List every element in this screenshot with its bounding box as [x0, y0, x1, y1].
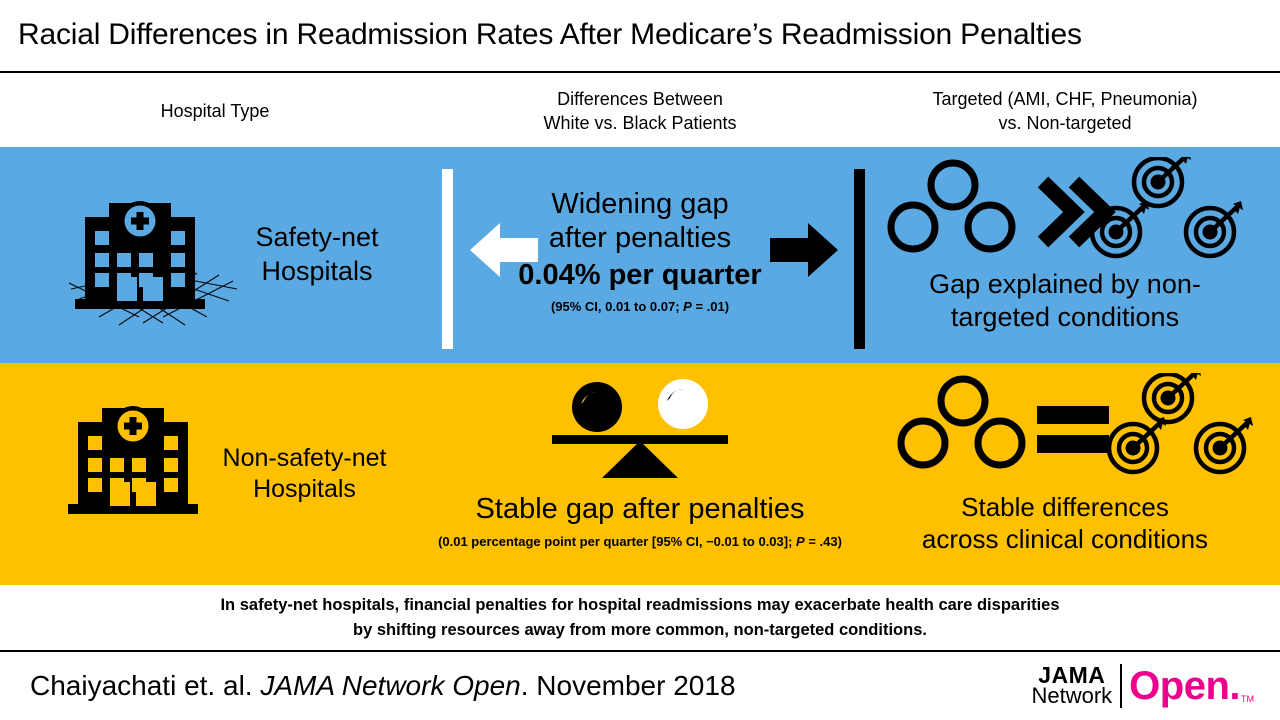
ci-p-symbol: P: [683, 299, 692, 315]
hospital-label-line2: Hospitals: [253, 475, 356, 503]
three-target-with-arrow-icon: [1089, 157, 1243, 259]
ci-prefix: (0.01 percentage point per quarter [95% …: [438, 534, 797, 549]
balance-scale-icon: [552, 379, 728, 478]
double-chevron-greater-than-icon: [1037, 176, 1116, 248]
three-open-circles-icon: [887, 159, 1016, 253]
safety-net-hospital-label: Safety-net Hospitals: [255, 221, 378, 289]
row-non-safety-net: Non-safety-net Hospitals Stable gap afte…: [0, 363, 1280, 585]
logo-trademark-text: TM: [1241, 694, 1254, 704]
circles-equals-targets-group: [897, 373, 1253, 475]
hospital-label-line1: Non-safety-net: [222, 443, 387, 472]
circles-chevron-targets-group: [887, 157, 1243, 259]
ci-prefix: (95% CI, 0.01 to 0.07;: [550, 299, 684, 315]
citation: Chaiyachati et. al. JAMA Network Open. N…: [30, 670, 736, 702]
widening-gap-text-block: Widening gap after penalties 0.04% per q…: [430, 187, 850, 314]
non-safety-net-difference-cell: Stable gap after penalties (0.01 percent…: [430, 363, 850, 585]
footer-divider: [0, 650, 1280, 652]
left-divider-bar: [442, 169, 453, 349]
logo-jama-text: JAMA: [1038, 661, 1106, 688]
widening-gap-line2: after penalties: [548, 222, 732, 255]
header-divider: [0, 71, 1280, 73]
conditions-line2: targeted conditions: [950, 301, 1180, 332]
title-bar: Racial Differences in Readmission Rates …: [0, 0, 1280, 70]
hospital-label-line2: Hospitals: [261, 256, 373, 286]
summary-text: In safety-net hospitals, financial penal…: [0, 589, 1280, 647]
citation-suffix: . November 2018: [520, 670, 736, 701]
summary-line1: In safety-net hospitals, financial penal…: [220, 596, 1060, 615]
right-divider-bar: [854, 169, 865, 349]
conditions-line1: Gap explained by non-: [929, 269, 1201, 299]
widening-gap-line1: Widening gap: [551, 188, 729, 220]
column-header-line1: Targeted (AMI, CHF, Pneumonia): [932, 88, 1198, 109]
conditions-line1: Stable differences: [961, 492, 1169, 522]
ci-suffix: = .43): [804, 534, 842, 549]
page-title: Racial Differences in Readmission Rates …: [18, 18, 1082, 51]
non-safety-net-conditions-cell: Stable differences across clinical condi…: [850, 363, 1280, 585]
hospital-label-line1: Safety-net: [255, 222, 379, 253]
ci-suffix: = .01): [691, 299, 730, 315]
arrow-right-icon: [768, 219, 840, 286]
non-safety-net-conditions-text: Stable differences across clinical condi…: [922, 492, 1208, 555]
column-header-targeted: Targeted (AMI, CHF, Pneumonia) vs. Non-t…: [850, 76, 1280, 146]
equals-sign-icon: [1037, 406, 1109, 453]
column-header-line2: White vs. Black Patients: [543, 113, 737, 133]
summary-line2: by shifting resources away from more com…: [353, 621, 927, 639]
column-header-line1: Differences Between: [557, 88, 723, 109]
citation-journal: JAMA Network Open: [260, 670, 521, 701]
column-header-differences: Differences Between White vs. Black Pati…: [430, 76, 850, 146]
citation-prefix: Chaiyachati et. al.: [30, 670, 261, 701]
hospital-icon: [44, 402, 219, 547]
logo-open-text: Open.: [1129, 664, 1240, 708]
non-safety-net-hospital-label: Non-safety-net Hospitals: [223, 443, 387, 506]
jama-network-wordmark: JAMA Network: [1031, 661, 1120, 709]
stable-gap-confidence-interval: (0.01 percentage point per quarter [95% …: [438, 534, 842, 549]
column-header-hospital-type: Hospital Type: [0, 76, 430, 146]
widening-gap-statistic: 0.04% per quarter: [518, 259, 762, 292]
column-header-line2: vs. Non-targeted: [998, 113, 1132, 133]
widening-gap-confidence-interval: (95% CI, 0.01 to 0.07; P = .01): [430, 299, 850, 314]
three-target-with-arrow-icon: [1106, 373, 1253, 475]
logo-divider: [1120, 664, 1123, 708]
stable-gap-headline: Stable gap after penalties: [475, 493, 805, 525]
safety-net-difference-cell: Widening gap after penalties 0.04% per q…: [430, 147, 865, 363]
safety-net-conditions-cell: Gap explained by non- targeted condition…: [850, 147, 1280, 363]
safety-net-hospital-cell: Safety-net Hospitals: [0, 147, 430, 363]
arrow-left-icon: [468, 219, 540, 286]
column-header-row: Hospital Type Differences Between White …: [0, 76, 1280, 146]
three-open-circles-icon: [897, 375, 1026, 469]
jama-network-open-logo: JAMA Network Open. TM: [1031, 662, 1254, 710]
non-safety-net-hospital-cell: Non-safety-net Hospitals: [0, 363, 430, 585]
footer: Chaiyachati et. al. JAMA Network Open. N…: [0, 652, 1280, 720]
row-safety-net: Safety-net Hospitals: [0, 147, 1280, 363]
ci-p-symbol: P: [796, 534, 805, 549]
conditions-line2: across clinical conditions: [921, 523, 1209, 554]
safety-net-conditions-text: Gap explained by non- targeted condition…: [929, 268, 1201, 334]
column-header-line1: Hospital Type: [160, 100, 270, 121]
logo-network-text: Network: [1031, 683, 1113, 709]
hospital-with-net-icon: [51, 165, 251, 345]
